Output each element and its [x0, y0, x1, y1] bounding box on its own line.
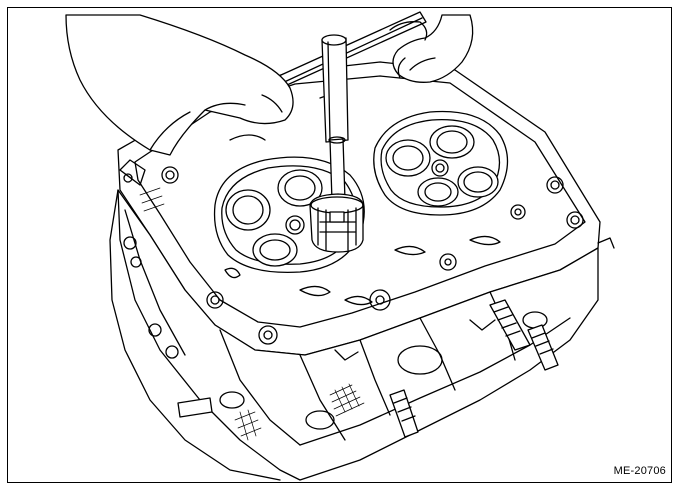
- hands: [66, 15, 473, 155]
- t-handle-tool: [270, 12, 426, 252]
- stud-bolts: [178, 238, 614, 437]
- figure-code: ME-20706: [613, 465, 666, 477]
- combustion-chamber-right: [374, 111, 508, 215]
